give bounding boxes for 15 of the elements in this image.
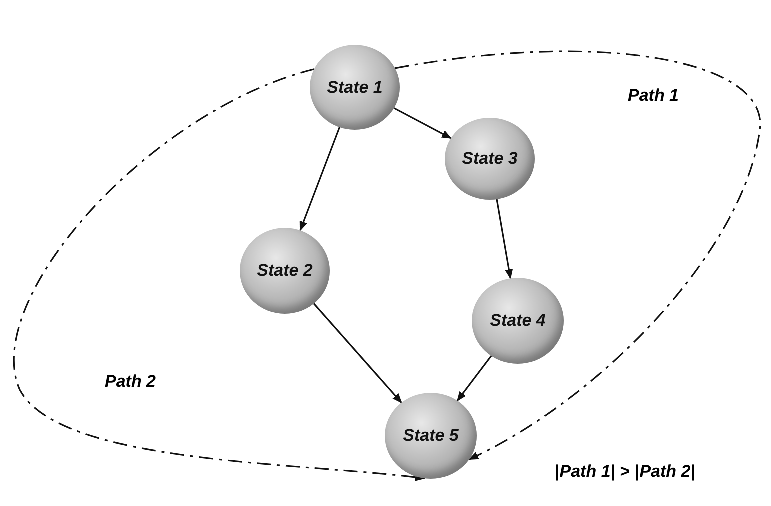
path-curve — [395, 50, 761, 460]
state-label: State 5 — [403, 426, 459, 446]
arrow — [300, 127, 340, 232]
arrow — [313, 303, 402, 404]
state-label: State 2 — [257, 261, 313, 281]
state-label: State 3 — [462, 149, 518, 169]
path-label: Path 2 — [105, 372, 156, 392]
arrow — [456, 356, 492, 402]
comparison-note: |Path 1| > |Path 2| — [555, 462, 696, 482]
arrow — [394, 108, 452, 140]
arrow — [496, 199, 514, 280]
state-label: State 4 — [490, 311, 546, 331]
state-label: State 1 — [327, 78, 383, 98]
path-curve — [14, 68, 426, 482]
path-label: Path 1 — [628, 86, 680, 106]
